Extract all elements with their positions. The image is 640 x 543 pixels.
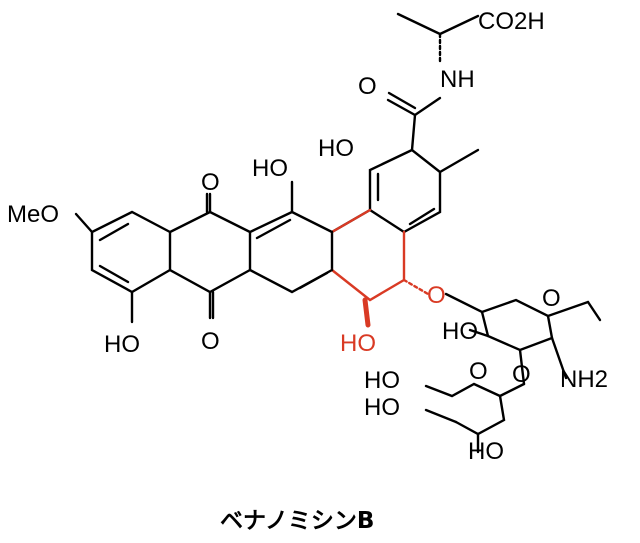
label-quinone-o-bottom: O <box>201 328 220 355</box>
label-ho-middle: HO <box>252 155 288 182</box>
label-sugar1-ring-o: O <box>542 285 561 312</box>
label-ho-left: HO <box>104 331 140 358</box>
compound-name: ベナノミシンB <box>220 508 374 534</box>
label-meo: MeO <box>7 201 59 228</box>
label-co2h: CO2H <box>478 8 545 35</box>
label-sugar2-ho-a: HO <box>364 367 400 394</box>
bonds <box>74 12 602 454</box>
label-sugar1-ho: HO <box>442 318 478 345</box>
label-ho-top-ring: HO <box>318 135 354 162</box>
label-sugar2-ring-o: O <box>469 358 488 385</box>
label-amide-o: O <box>358 73 377 100</box>
atom-labels: CO2H NH O HO HO O O MeO HO HO O O HO O N… <box>7 8 608 465</box>
label-sugar2-ho-b: HO <box>364 394 400 421</box>
label-sugar1-o-link: O <box>512 361 531 388</box>
label-quinone-o-top: O <box>201 169 220 196</box>
label-ho-red: HO <box>340 330 376 357</box>
label-nh: NH <box>440 66 475 93</box>
label-sugar2-ho-c: HO <box>468 438 504 465</box>
label-nh2: NH2 <box>560 366 608 393</box>
label-glyco-o: O <box>427 282 446 309</box>
